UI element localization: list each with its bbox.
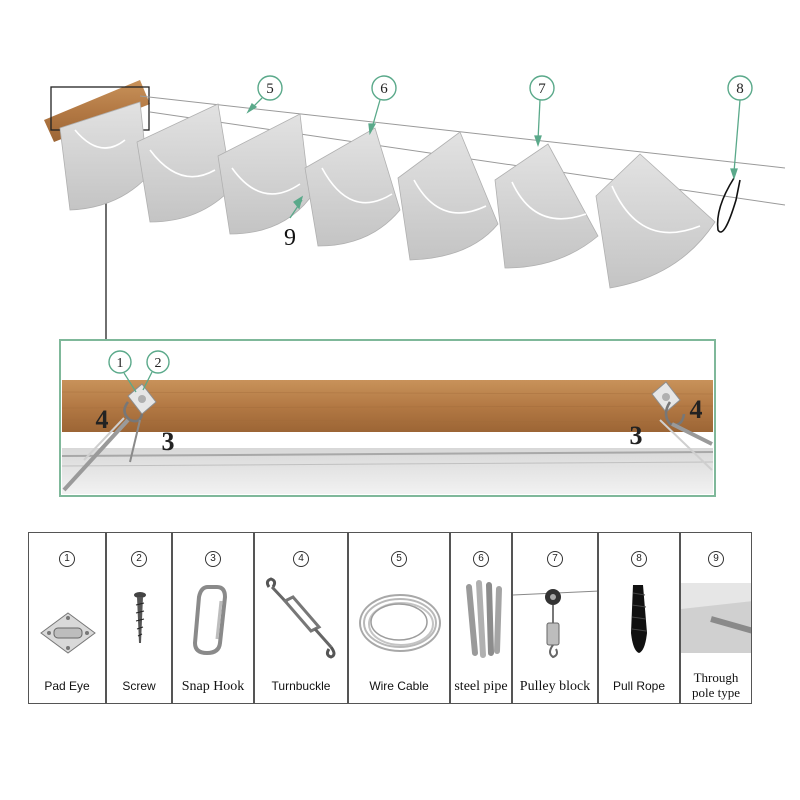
part-label-line2: pole type <box>691 685 740 700</box>
part-number: 4 <box>293 551 309 567</box>
callout-3-right: 3 <box>630 421 643 450</box>
callout-6: 6 <box>380 81 388 97</box>
pull-rope <box>716 177 741 233</box>
part-pad-eye: 1 Pad Eye <box>28 532 106 704</box>
part-number: 2 <box>131 551 147 567</box>
callout-circles <box>257 75 753 101</box>
part-label: Turnbuckle <box>271 679 331 693</box>
callout-1: 1 <box>117 356 124 371</box>
part-pull-rope: 8 Pull Rope <box>598 532 680 704</box>
part-label-line1: Through <box>693 670 739 685</box>
turnbuckle-icon <box>265 577 336 659</box>
snap-hook-icon <box>192 585 228 656</box>
screw-icon <box>134 592 146 643</box>
callout-2: 2 <box>155 356 162 371</box>
part-number: 3 <box>205 551 221 567</box>
part-steel-pipe: 6 steel pipe <box>450 532 512 704</box>
part-number: 5 <box>391 551 407 567</box>
callout-3-left: 3 <box>162 427 175 456</box>
part-number: 9 <box>708 551 724 567</box>
part-label: Pad Eye <box>44 679 90 693</box>
steel-pipe-icon <box>466 580 502 658</box>
pulley-block-icon <box>513 589 597 659</box>
part-wire-cable: 5 Wire Cable <box>348 532 450 704</box>
wire-cable-icon <box>359 594 441 652</box>
pad-eye-icon <box>40 612 96 654</box>
part-label: Pulley block <box>519 679 591 694</box>
callout-5: 5 <box>266 81 274 97</box>
support-rods <box>74 129 701 234</box>
callout-4-right: 4 <box>690 395 703 424</box>
detail-callout-circles <box>108 350 170 374</box>
part-label: Pull Rope <box>612 679 666 693</box>
callout-8: 8 <box>736 81 744 97</box>
part-snap-hook: 3 Snap Hook <box>172 532 254 704</box>
part-screw: 2 Screw <box>106 532 172 704</box>
part-pulley-block: 7 Pulley block <box>512 532 598 704</box>
part-label: Wire Cable <box>369 679 429 693</box>
callout-4-left: 4 <box>96 405 109 434</box>
part-number: 7 <box>547 551 563 567</box>
part-label: steel pipe <box>454 679 508 694</box>
part-number: 6 <box>473 551 489 567</box>
fabric-panels <box>59 101 716 289</box>
callout-9: 9 <box>284 225 296 251</box>
right-hardware <box>651 381 713 471</box>
callout-leaders <box>246 97 741 219</box>
part-turnbuckle: 4 Turnbuckle <box>254 532 348 704</box>
part-label: Snap Hook <box>181 679 245 694</box>
part-label: Screw <box>122 679 156 693</box>
callout-7: 7 <box>538 81 546 97</box>
through-pole-icon <box>681 583 751 653</box>
part-number: 1 <box>59 551 75 567</box>
part-number: 8 <box>631 551 647 567</box>
pull-rope-icon <box>631 585 647 653</box>
